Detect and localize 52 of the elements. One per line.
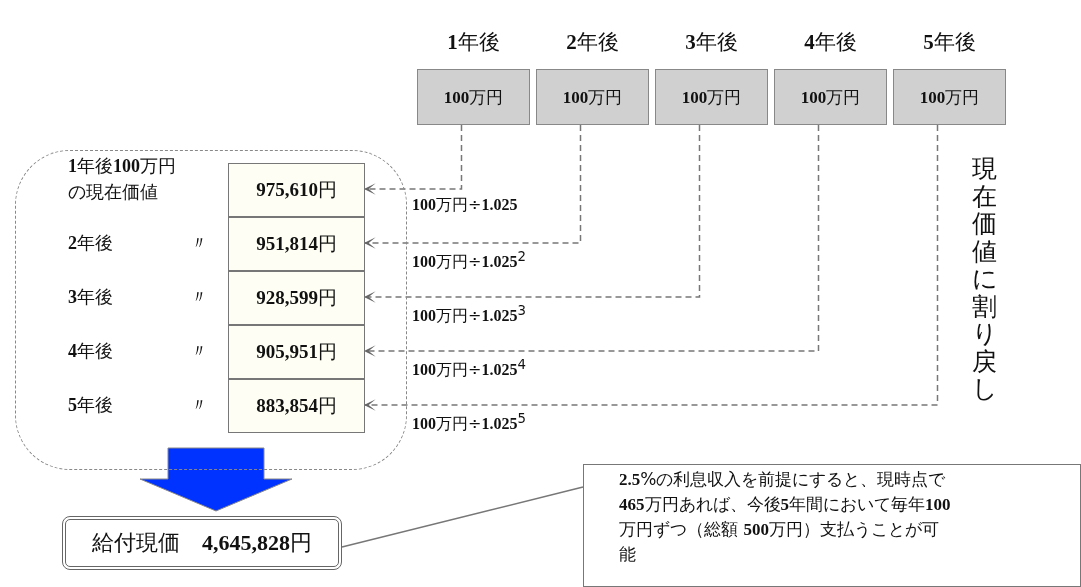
year-heading: 5年後 [922, 29, 977, 56]
dashed-arrow [363, 124, 820, 357]
amount-text: 100万円 [562, 85, 623, 109]
result-box [62, 516, 342, 570]
ditto-mark: 〃 [190, 393, 208, 417]
value-text: 883,854円 [256, 393, 337, 418]
value-text: 951,814円 [256, 231, 337, 256]
amount-text: 100万円 [443, 85, 504, 109]
row-label: 4年後 [68, 339, 113, 363]
ditto-mark: 〃 [190, 285, 208, 309]
amount-box [536, 69, 649, 125]
amount-box [893, 69, 1006, 125]
dashed-arrow [363, 124, 939, 411]
row-label: 1年後100万円の現在価値 [68, 154, 177, 204]
ditto-mark: 〃 [190, 339, 208, 363]
result-text: 給付現価 4,645,828円 [92, 529, 312, 557]
row-label: 2年後 [68, 231, 113, 255]
year-heading: 4年後 [803, 29, 858, 56]
edge-label: 100万円÷1.025$^{3}$ [412, 303, 526, 328]
vertical-note: 現在価値に割り戻し [972, 155, 997, 403]
value-box [228, 217, 365, 271]
row-label: 5年後 [68, 393, 113, 417]
year-heading: 1年後 [446, 29, 501, 56]
block-arrow [139, 447, 293, 512]
amount-text: 100万円 [681, 85, 742, 109]
amount-text: 100万円 [919, 85, 980, 109]
leader-line [341, 486, 584, 548]
dashed-group-region [15, 150, 407, 470]
edge-label: 100万円÷1.025 [412, 195, 518, 216]
year-heading: 3年後 [684, 29, 739, 56]
amount-text: 100万円 [800, 85, 861, 109]
value-text: 975,610円 [256, 177, 337, 202]
dashed-arrow [363, 124, 463, 195]
dashed-arrow [363, 124, 701, 303]
edge-label: 100万円÷1.025$^{2}$ [412, 249, 526, 274]
value-box [228, 325, 365, 379]
amount-box [655, 69, 768, 125]
value-box [228, 271, 365, 325]
dashed-arrow [363, 124, 582, 249]
value-text: 905,951円 [256, 339, 337, 364]
ditto-mark: 〃 [190, 231, 208, 255]
note-text: 2.5%の利息収入を前提にすると、現時点で 465万円あれば、今後5年間において毎年100万円ずつ（総額 500万円）支払うことが可能 [619, 468, 952, 566]
value-text: 928,599円 [256, 285, 337, 310]
value-box [228, 163, 365, 217]
amount-box [774, 69, 887, 125]
year-heading: 2年後 [565, 29, 620, 56]
value-box [228, 379, 365, 433]
edge-label: 100万円÷1.025$^{4}$ [412, 357, 526, 382]
note-box [583, 464, 1081, 587]
edge-label: 100万円÷1.025$^{5}$ [412, 411, 526, 436]
amount-box [417, 69, 530, 125]
row-label: 3年後 [68, 285, 113, 309]
